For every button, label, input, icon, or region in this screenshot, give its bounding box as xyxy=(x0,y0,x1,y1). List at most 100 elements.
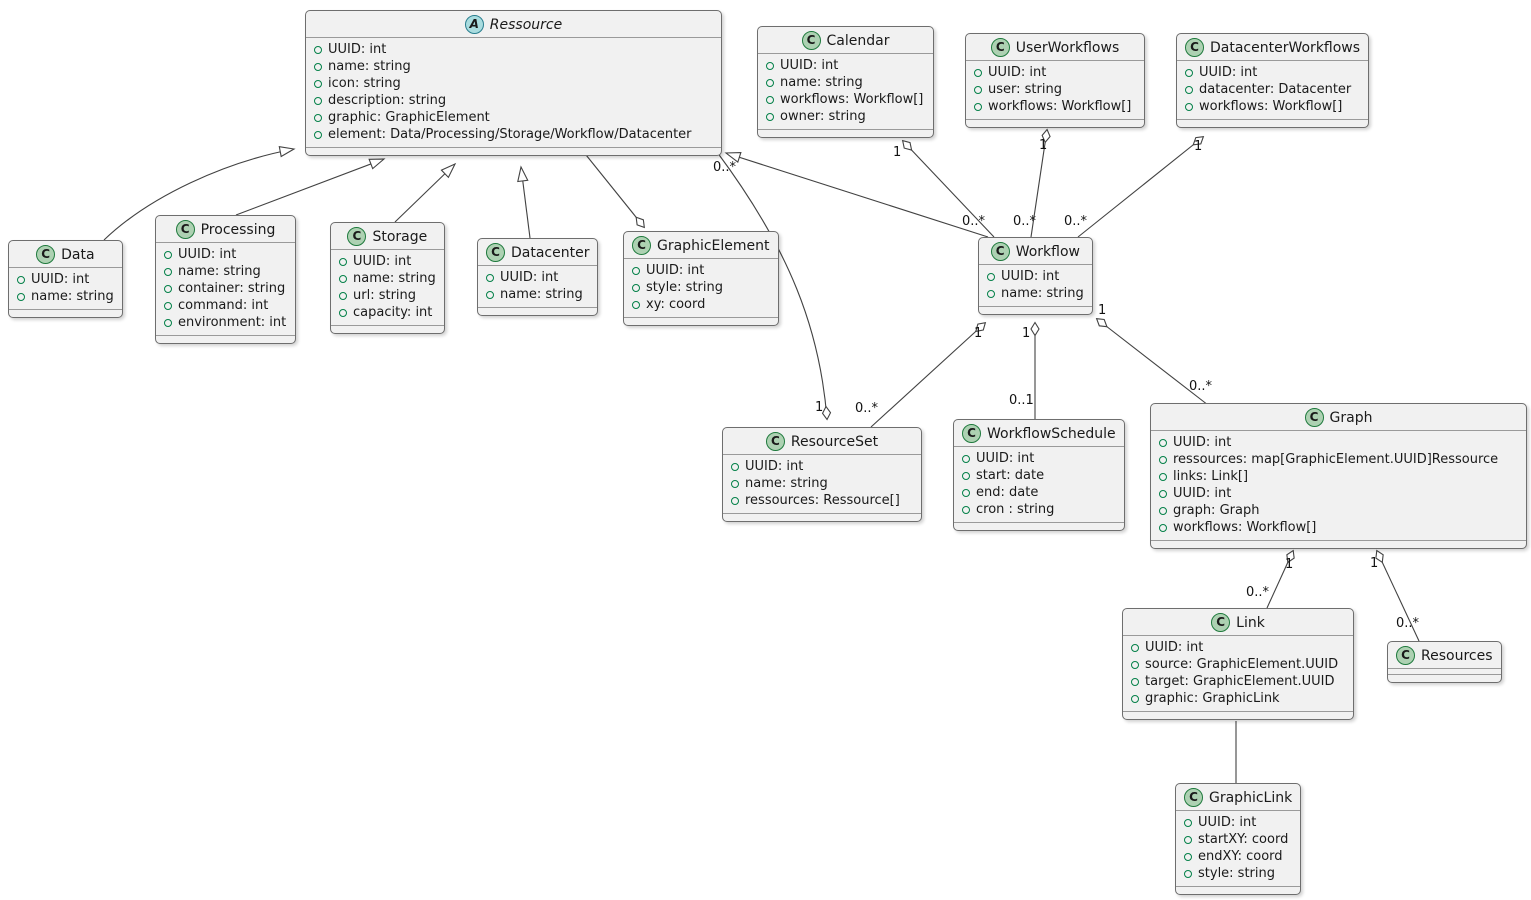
attribute-row: style: string xyxy=(1176,865,1300,882)
attribute-label: end: date xyxy=(976,485,1039,500)
attribute-row: xy: coord xyxy=(624,296,778,313)
attribute-row: graph: Graph xyxy=(1151,502,1526,519)
attribute-label: UUID: int xyxy=(1145,640,1204,655)
visibility-circle-icon xyxy=(962,489,970,497)
attribute-row: name: string xyxy=(156,263,295,280)
visibility-circle-icon xyxy=(1159,490,1167,498)
attribute-label: UUID: int xyxy=(500,270,559,285)
visibility-circle-icon xyxy=(486,274,494,282)
attribute-row: style: string xyxy=(624,279,778,296)
edge-ressource-graphicelement xyxy=(577,144,644,227)
attribute-label: UUID: int xyxy=(31,272,90,287)
methods-section xyxy=(758,129,933,137)
attribute-row: UUID: int xyxy=(156,246,295,263)
attribute-row: UUID: int xyxy=(1123,639,1353,656)
visibility-circle-icon xyxy=(1184,870,1192,878)
attribute-label: graphic: GraphicLink xyxy=(1145,691,1280,706)
attribute-row: element: Data/Processing/Storage/Workflo… xyxy=(306,126,721,143)
visibility-circle-icon xyxy=(314,46,322,54)
visibility-circle-icon xyxy=(164,319,172,327)
visibility-circle-icon xyxy=(987,290,995,298)
attribute-row: UUID: int xyxy=(9,271,122,288)
visibility-circle-icon xyxy=(17,293,25,301)
visibility-circle-icon xyxy=(1131,661,1139,669)
class-title: Processing xyxy=(200,221,276,238)
visibility-circle-icon xyxy=(164,285,172,293)
visibility-circle-icon xyxy=(339,309,347,317)
attribute-label: name: string xyxy=(500,287,583,302)
visibility-circle-icon xyxy=(1131,678,1139,686)
attribute-row: graphic: GraphicLink xyxy=(1123,690,1353,707)
class-title: Link xyxy=(1236,614,1265,631)
attribute-label: icon: string xyxy=(328,76,401,91)
attribute-label: cron : string xyxy=(976,502,1055,517)
multiplicity-label: 1 xyxy=(1370,556,1379,571)
class-header: C Data xyxy=(9,241,122,268)
attribute-row: workflows: Workflow[] xyxy=(758,91,933,108)
visibility-circle-icon xyxy=(987,273,995,281)
visibility-circle-icon xyxy=(17,276,25,284)
class-icon: C xyxy=(1184,788,1203,807)
attribute-label: container: string xyxy=(178,281,286,296)
edge-processing-extends-ressource xyxy=(235,158,386,216)
class-header: C WorkflowSchedule xyxy=(954,420,1124,447)
attribute-row: UUID: int xyxy=(331,253,444,270)
attribute-row: container: string xyxy=(156,280,295,297)
edge-datacenter-extends-ressource xyxy=(517,165,531,239)
attribute-label: element: Data/Processing/Storage/Workflo… xyxy=(328,127,692,142)
visibility-circle-icon xyxy=(1185,69,1193,77)
attribute-label: UUID: int xyxy=(646,263,705,278)
class-icon: C xyxy=(801,31,821,50)
multiplicity-label: 1 xyxy=(974,326,983,341)
attribute-row: UUID: int xyxy=(966,64,1144,81)
attribute-row: capacity: int xyxy=(331,304,444,321)
attribute-row: description: string xyxy=(306,92,721,109)
visibility-circle-icon xyxy=(962,472,970,480)
attribute-row: ressources: Ressource[] xyxy=(723,492,921,509)
attribute-label: description: string xyxy=(328,93,447,108)
visibility-circle-icon xyxy=(962,506,970,514)
attribute-label: startXY: coord xyxy=(1198,832,1289,847)
class-title: ResourceSet xyxy=(790,433,879,450)
class-title: Calendar xyxy=(826,32,890,49)
edge-workflow-datacenterworkflows xyxy=(1077,137,1203,238)
edge-storage-extends-ressource xyxy=(394,162,457,223)
visibility-circle-icon xyxy=(731,497,739,505)
class-icon: C xyxy=(1185,38,1204,57)
class-resources: C Resources xyxy=(1387,641,1502,683)
attribute-row: environment: int xyxy=(156,314,295,331)
methods-section xyxy=(1151,540,1526,548)
attribute-row: workflows: Workflow[] xyxy=(1177,98,1368,115)
methods-section xyxy=(306,147,721,155)
edge-resources-graph xyxy=(1377,551,1420,642)
class-icon: C xyxy=(36,245,56,264)
attribute-label: endXY: coord xyxy=(1198,849,1283,864)
class-header: C GraphicLink xyxy=(1176,784,1301,811)
attribute-label: target: GraphicElement.UUID xyxy=(1145,674,1335,689)
visibility-circle-icon xyxy=(632,284,640,292)
visibility-circle-icon xyxy=(314,63,322,71)
visibility-circle-icon xyxy=(314,114,322,122)
class-icon: C xyxy=(486,243,505,262)
visibility-circle-icon xyxy=(731,463,739,471)
visibility-circle-icon xyxy=(974,69,982,77)
class-title: DatacenterWorkflows xyxy=(1210,39,1361,56)
attribute-row: ressources: map[GraphicElement.UUID]Ress… xyxy=(1151,451,1526,468)
multiplicity-label: 1 xyxy=(1098,303,1107,318)
class-icon: C xyxy=(632,236,651,255)
multiplicity-label: 0..* xyxy=(1064,214,1088,229)
class-header: C UserWorkflows xyxy=(966,34,1144,61)
edge-workflow-userworkflows xyxy=(1030,130,1047,238)
visibility-circle-icon xyxy=(164,302,172,310)
attribute-label: workflows: Workflow[] xyxy=(780,92,924,107)
visibility-circle-icon xyxy=(1184,819,1192,827)
